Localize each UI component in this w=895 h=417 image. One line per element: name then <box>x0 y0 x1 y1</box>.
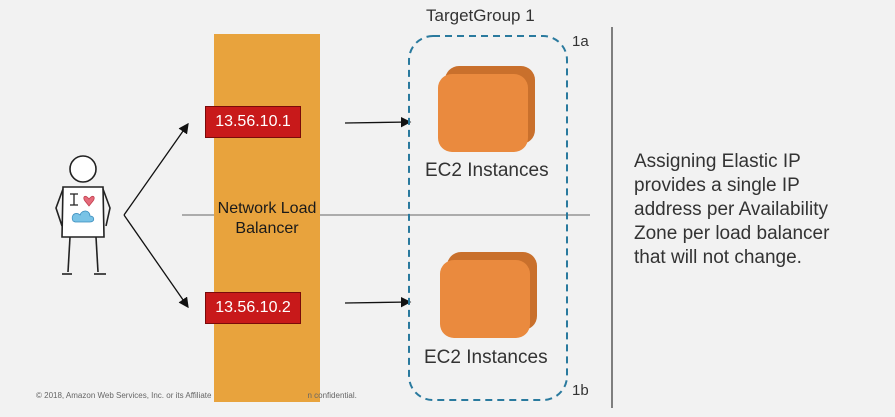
load-balancer-label: Network Load Balancer <box>205 199 329 239</box>
load-balancer-label-line2: Balancer <box>235 220 299 237</box>
side-text-line-5: that will not change. <box>634 247 802 268</box>
side-text-line-4: Zone per load balancer <box>634 223 830 244</box>
side-text-line-1: Assigning Elastic IP <box>634 151 801 172</box>
ec2-instances-label-bottom: EC2 Instances <box>424 347 548 368</box>
user-love-cloud-icon <box>55 155 111 275</box>
load-balancer-bar <box>214 34 320 402</box>
arrow-user-to-ip-bottom <box>123 214 189 309</box>
ip-address-bottom: 13.56.10.2 <box>205 292 301 324</box>
arrow-ip-bottom-to-instances <box>344 296 412 308</box>
side-text-line-2: provides a single IP <box>634 175 800 196</box>
side-text-line-3: address per Availability <box>634 199 828 220</box>
footer-right: n confidential. <box>307 391 357 400</box>
az-label-top: 1a <box>572 33 589 50</box>
az-label-bottom: 1b <box>572 382 589 399</box>
ec2-instance-icon-top <box>438 66 535 152</box>
ec2-instances-label-top: EC2 Instances <box>425 160 549 181</box>
arrow-ip-top-to-instances <box>344 116 412 128</box>
target-group-title: TargetGroup 1 <box>426 6 535 25</box>
copyright-footer: © 2018, Amazon Web Services, Inc. or its… <box>36 391 357 400</box>
target-group-box <box>408 35 568 401</box>
footer-left: © 2018, Amazon Web Services, Inc. or its… <box>36 391 212 400</box>
ip-address-top: 13.56.10.1 <box>205 106 301 138</box>
side-description: Assigning Elastic IP provides a single I… <box>634 150 884 270</box>
load-balancer-label-line1: Network Load <box>217 200 317 217</box>
arrow-user-to-ip-top <box>123 122 189 216</box>
ec2-instance-icon-bottom <box>440 252 537 338</box>
